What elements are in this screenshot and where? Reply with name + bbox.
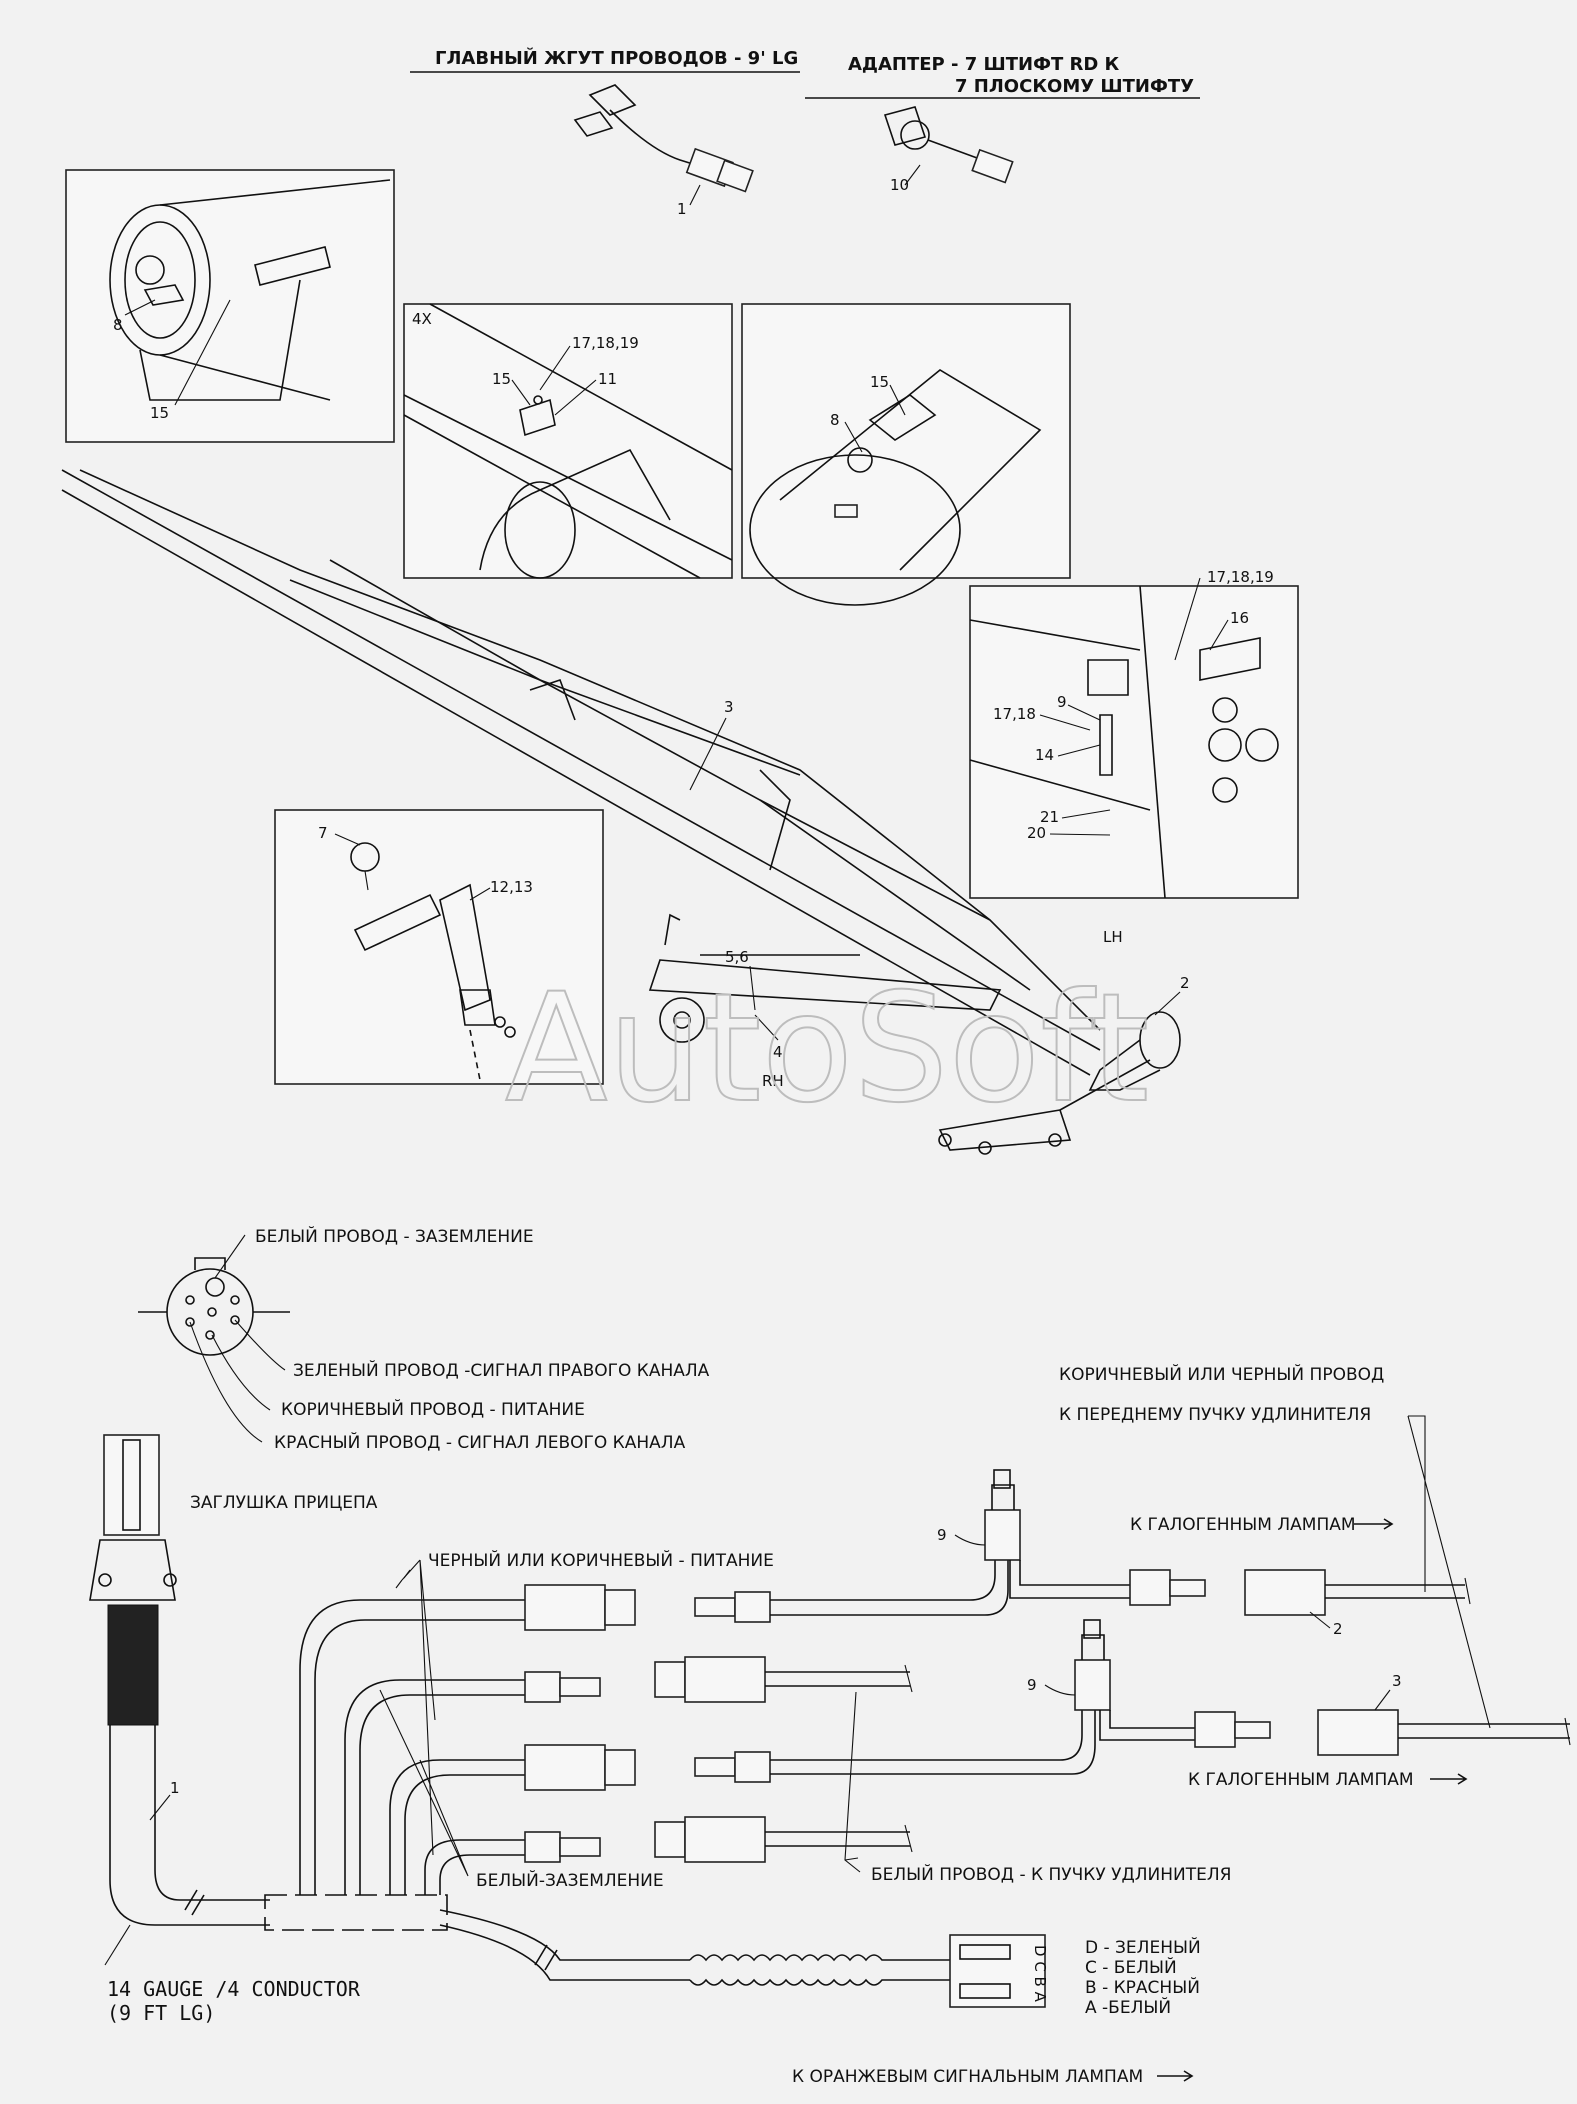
d4-label-21: 21 bbox=[1040, 808, 1059, 826]
d3-label-8: 8 bbox=[830, 411, 840, 429]
main-harness-title: ГЛАВНЫЙ ЖГУТ ПРОВОДОВ - 9' LG bbox=[410, 47, 800, 73]
d2-label-15: 15 bbox=[492, 370, 511, 388]
detail-box-4: 17,18,19 16 9 17,18 14 21 20 bbox=[969, 568, 1299, 899]
wiring-num-9b: 9 bbox=[1027, 1676, 1037, 1694]
pinout-red: КРАСНЫЙ ПРОВОД - СИГНАЛ ЛЕВОГО КАНАЛА bbox=[274, 1431, 686, 1453]
main-label-lh: LH bbox=[1103, 928, 1123, 946]
d4-label-20: 20 bbox=[1027, 824, 1046, 842]
pinout-connector: БЕЛЫЙ ПРОВОД - ЗАЗЕМЛЕНИЕ ЗЕЛЕНЫЙ ПРОВОД… bbox=[138, 1225, 710, 1453]
d4-label-14: 14 bbox=[1035, 746, 1054, 764]
part-10-label: 10 bbox=[890, 176, 909, 194]
wiring-num-1: 1 bbox=[170, 1779, 180, 1797]
cable-boot bbox=[107, 1604, 159, 1726]
d2-label-11: 11 bbox=[598, 370, 617, 388]
main-label-56: 5,6 bbox=[725, 948, 749, 966]
d2-label-171819: 17,18,19 bbox=[572, 334, 639, 352]
pin-c-label: C - БЕЛЫЙ bbox=[1085, 1956, 1177, 1978]
wiring-num-3: 3 bbox=[1392, 1672, 1402, 1690]
gauge-line2: (9 FT LG) bbox=[107, 2001, 215, 2025]
pin-b-label: B - КРАСНЫЙ bbox=[1085, 1976, 1200, 1998]
d5-label-7: 7 bbox=[318, 824, 328, 842]
d4-label-1718: 17,18 bbox=[993, 705, 1036, 723]
to-halogen-2-label: К ГАЛОГЕННЫМ ЛАМПАМ bbox=[1188, 1770, 1414, 1790]
wiring-num-2: 2 bbox=[1333, 1620, 1343, 1638]
connector-letters: D C B A bbox=[1031, 1945, 1049, 2003]
detail-box-3: 15 8 bbox=[741, 303, 1071, 606]
d3-label-15: 15 bbox=[870, 373, 889, 391]
trailer-plug-label: ЗАГЛУШКА ПРИЦЕПА bbox=[190, 1493, 378, 1513]
d4-label-171819: 17,18,19 bbox=[1207, 568, 1274, 586]
to-front-bundle-label: К ПЕРЕДНЕМУ ПУЧКУ УДЛИНИТЕЛЯ bbox=[1059, 1405, 1371, 1425]
to-orange-label: К ОРАНЖЕВЫМ СИГНАЛЬНЫМ ЛАМПАМ bbox=[792, 2067, 1143, 2087]
watermark: AutoSoft bbox=[505, 962, 1149, 1136]
d4-label-16: 16 bbox=[1230, 609, 1249, 627]
detail-box-1: 8 15 bbox=[65, 169, 395, 443]
d4-label-9: 9 bbox=[1057, 693, 1067, 711]
detail-box-5: 7 12,13 bbox=[274, 809, 604, 1085]
main-harness-icon: 1 bbox=[573, 84, 754, 218]
gauge-line1: 14 GAUGE /4 CONDUCTOR bbox=[107, 1977, 361, 2001]
svg-text:ГЛАВНЫЙ ЖГУТ ПРОВОДОВ - 9' LG: ГЛАВНЫЙ ЖГУТ ПРОВОДОВ - 9' LG bbox=[435, 47, 798, 69]
d5-label-1213: 12,13 bbox=[490, 878, 533, 896]
wiring-num-9a: 9 bbox=[937, 1526, 947, 1544]
black-brown-power-label: ЧЕРНЫЙ ИЛИ КОРИЧНЕВЫЙ - ПИТАНИЕ bbox=[428, 1549, 774, 1571]
pin-a-label: A -БЕЛЫЙ bbox=[1085, 1996, 1171, 2018]
pinout-brown: КОРИЧНЕВЫЙ ПРОВОД - ПИТАНИЕ bbox=[281, 1398, 585, 1420]
main-label-rh: RH bbox=[762, 1072, 784, 1090]
brown-black-wire-label: КОРИЧНЕВЫЙ ИЛИ ЧЕРНЫЙ ПРОВОД bbox=[1059, 1363, 1384, 1385]
main-label-4: 4 bbox=[773, 1043, 783, 1061]
main-label-2: 2 bbox=[1180, 974, 1190, 992]
auger-assembly: 3 2 5,6 4 RH LH bbox=[61, 469, 1190, 1155]
main-label-3: 3 bbox=[724, 698, 734, 716]
adapter-icon: 10 bbox=[883, 106, 1014, 194]
detail-box-2: 4X 17,18,19 15 11 bbox=[403, 303, 733, 579]
svg-text:АДАПТЕР - 7 ШТИФТ RD К: АДАПТЕР - 7 ШТИФТ RD К bbox=[848, 54, 1120, 75]
d2-label-4x: 4X bbox=[412, 310, 432, 328]
svg-text:7 ПЛОСКОМУ ШТИФТУ: 7 ПЛОСКОМУ ШТИФТУ bbox=[955, 76, 1194, 97]
d1-label-15: 15 bbox=[150, 404, 169, 422]
to-halogen-1-label: К ГАЛОГЕННЫМ ЛАМПАМ bbox=[1130, 1515, 1356, 1535]
pinout-green: ЗЕЛЕНЫЙ ПРОВОД -СИГНАЛ ПРАВОГО КАНАЛА bbox=[293, 1359, 710, 1381]
part-1-label: 1 bbox=[677, 200, 687, 218]
adapter-title: АДАПТЕР - 7 ШТИФТ RD К 7 ПЛОСКОМУ ШТИФТУ bbox=[805, 54, 1200, 99]
white-to-bundle-label: БЕЛЫЙ ПРОВОД - К ПУЧКУ УДЛИНИТЕЛЯ bbox=[871, 1863, 1231, 1885]
pinout-white: БЕЛЫЙ ПРОВОД - ЗАЗЕМЛЕНИЕ bbox=[255, 1225, 534, 1247]
wiring-diagram: ЗАГЛУШКА ПРИЦЕПА 1 14 GAUGE /4 CONDUCTOR… bbox=[89, 1363, 1571, 2087]
pin-d-label: D - ЗЕЛЕНЫЙ bbox=[1085, 1936, 1201, 1958]
white-ground-label: БЕЛЫЙ-ЗАЗЕМЛЕНИЕ bbox=[476, 1869, 664, 1891]
d1-label-8: 8 bbox=[113, 316, 123, 334]
